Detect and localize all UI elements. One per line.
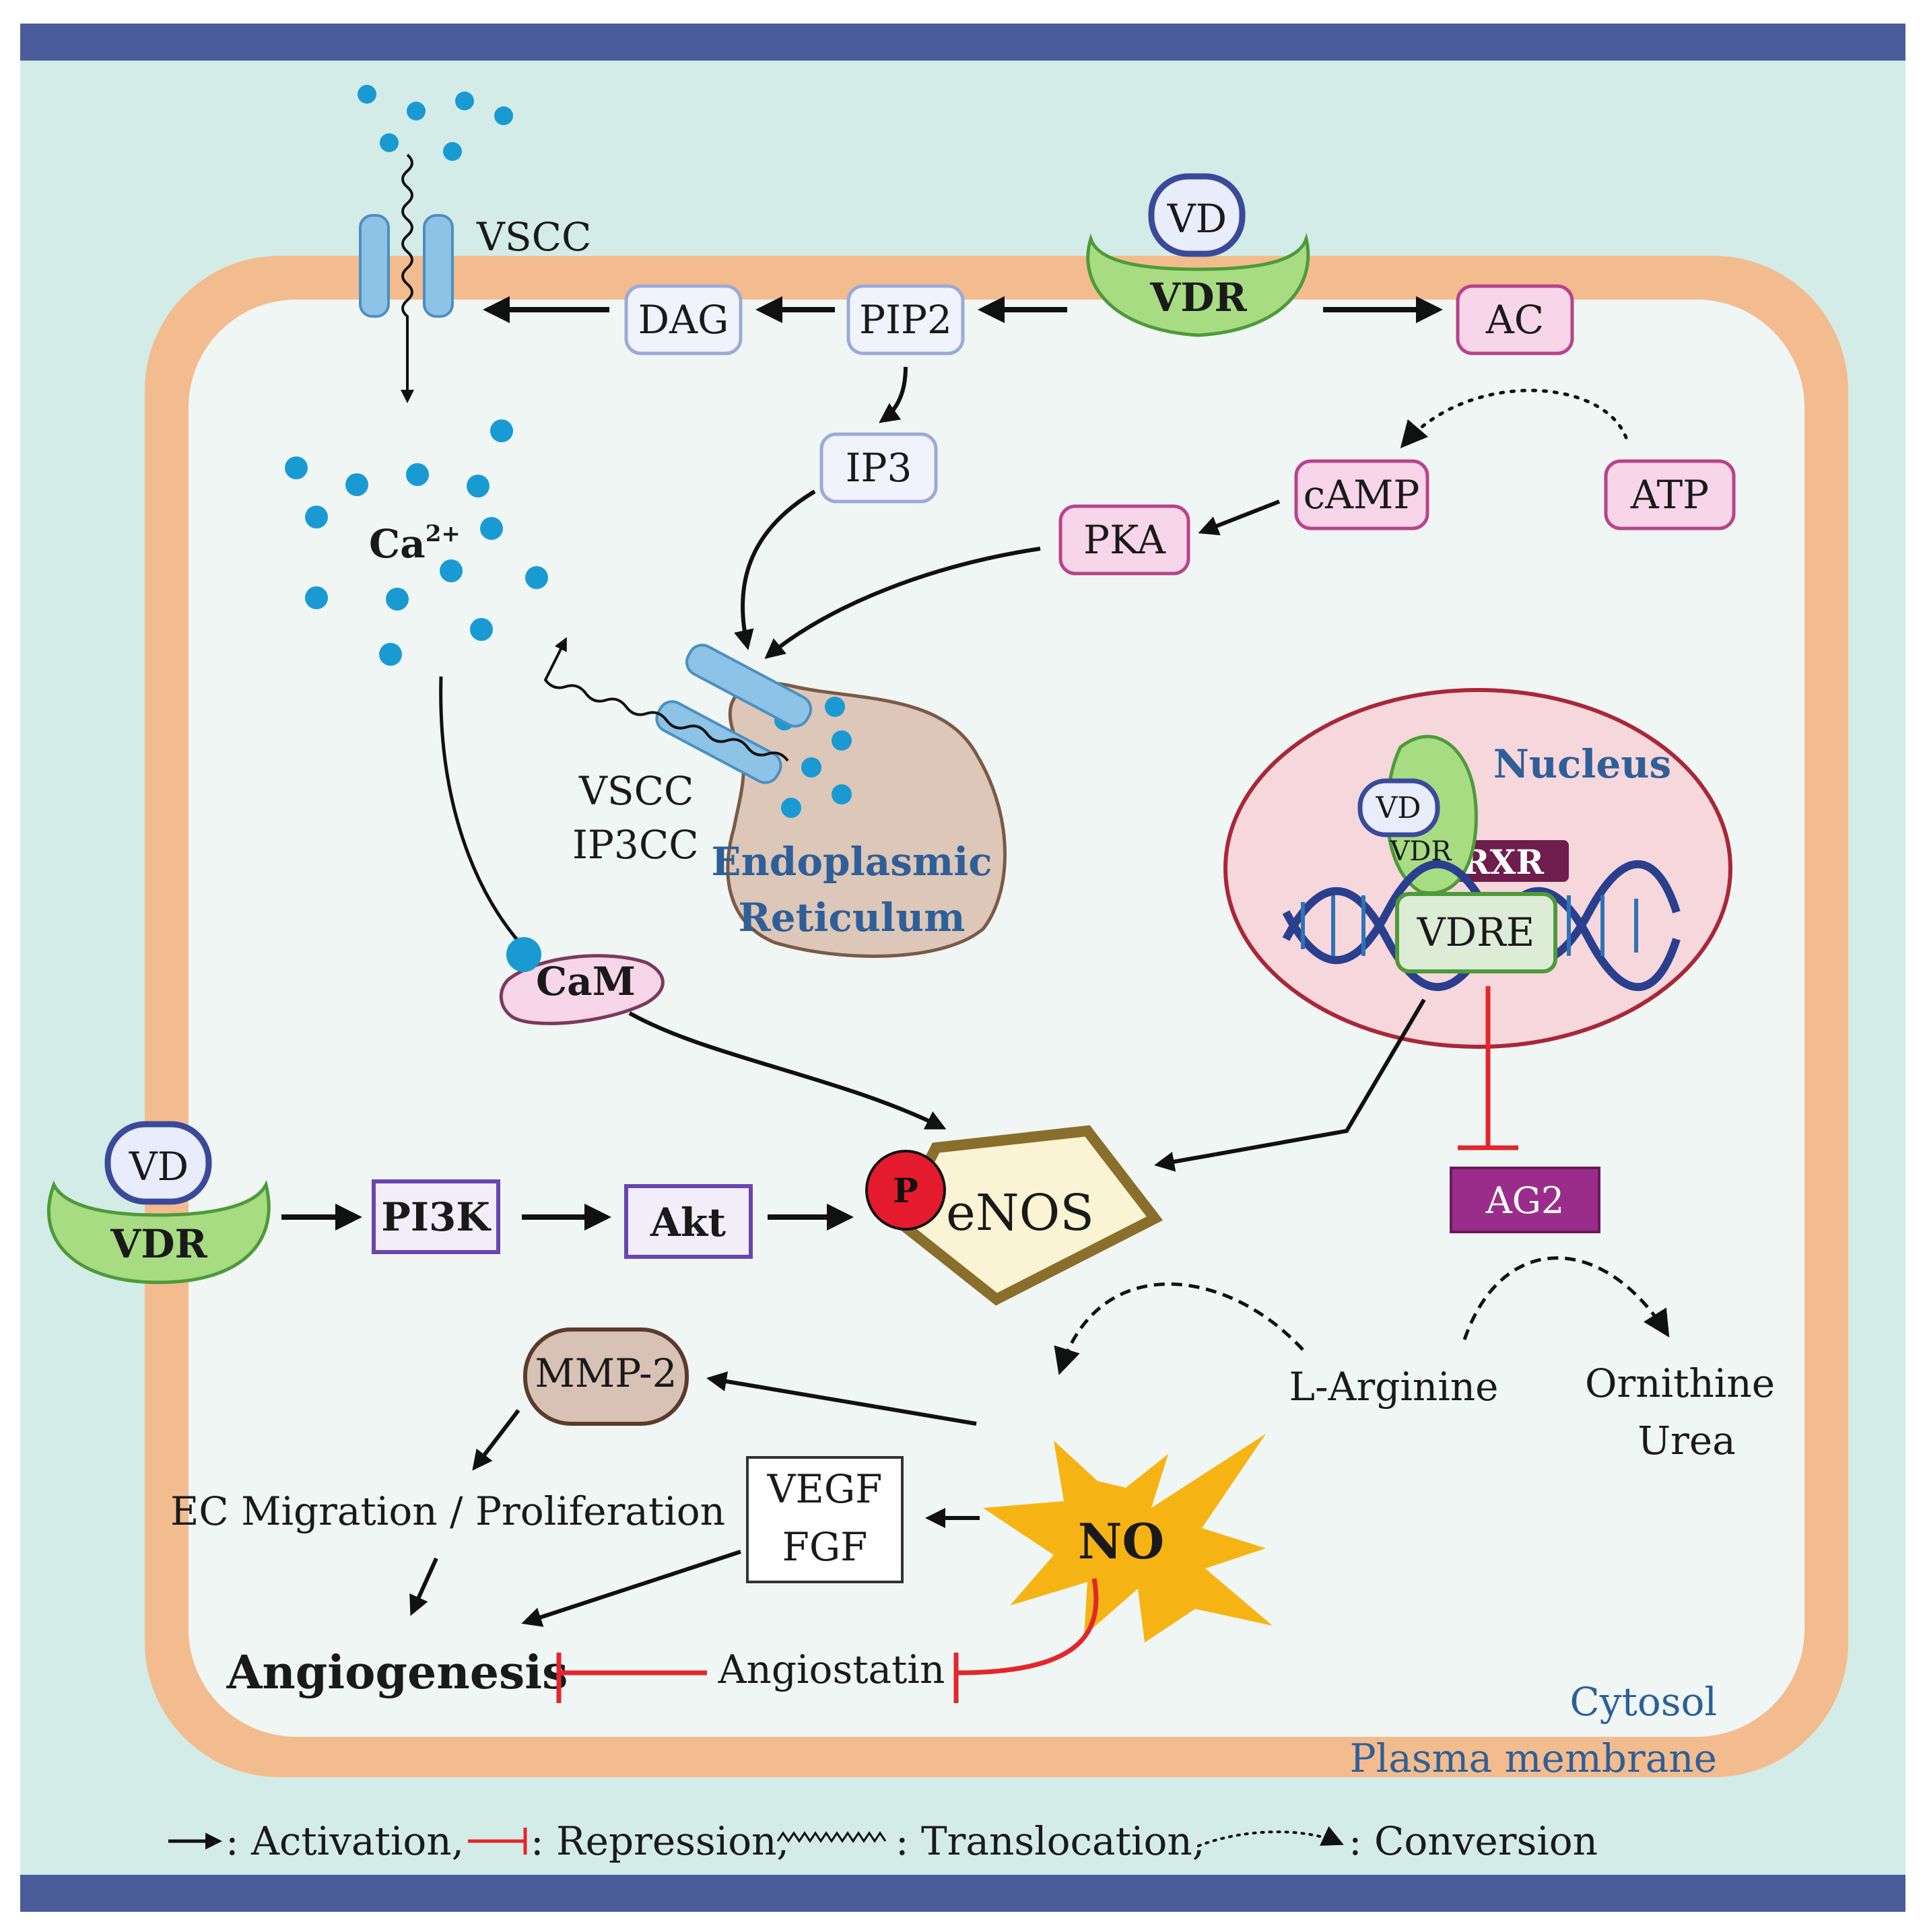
endoplasmic-reticulum: [726, 681, 1007, 958]
legend-activation: : Activation,: [226, 1818, 464, 1864]
vd-left-label: VD: [129, 1144, 189, 1189]
dag-label: DAG: [638, 297, 729, 343]
pip2-label: PIP2: [859, 297, 952, 343]
akt-label: Akt: [650, 1200, 726, 1245]
cam-calcium: [506, 937, 541, 972]
ip3-to-er-arrow: [734, 489, 816, 650]
ip3-box: [819, 432, 938, 504]
pi3k-label: PI3K: [381, 1194, 492, 1240]
no-burst: [983, 1434, 1273, 1643]
vdr-left-label: VDR: [110, 1221, 207, 1267]
mmp2-label: MMP-2: [535, 1350, 677, 1396]
enos-label: eNOS: [946, 1184, 1094, 1242]
ag2-box: [1450, 1167, 1600, 1233]
urea-label: Urea: [1637, 1418, 1736, 1463]
legend: : Activation, : Repression, : Translocat…: [168, 1818, 1598, 1864]
legend-conversion: : Conversion: [1349, 1818, 1598, 1864]
camp-box: [1294, 459, 1429, 530]
vdre-box: [1395, 892, 1557, 973]
ac-label: AC: [1485, 297, 1544, 343]
legend-translocation-symbol: [776, 1831, 887, 1843]
cam-shape: [499, 954, 665, 1025]
fgf-label: FGF: [782, 1524, 868, 1570]
pip2-box: [846, 284, 965, 355]
pka-label: PKA: [1083, 517, 1166, 563]
no-arrows: [409, 1371, 980, 1627]
atp-label: ATP: [1630, 472, 1709, 518]
phosphate-circle: [865, 1150, 946, 1231]
camp-label: cAMP: [1304, 472, 1420, 518]
er-label-line1: Endoplasmic: [711, 839, 992, 885]
vdr-receptor-top: [1086, 173, 1310, 337]
no-label: NO: [1078, 1513, 1165, 1570]
cytosol-label: Cytosol: [1569, 1679, 1717, 1725]
vdre-repress-ag2: [1458, 986, 1518, 1150]
calcium-label-main: Ca: [369, 521, 426, 567]
ip3-label: IP3: [846, 445, 912, 491]
vegf-label: VEGF: [767, 1466, 883, 1512]
legend-translocation: : Translocation,: [896, 1818, 1205, 1864]
vegf-fgf-box: [746, 1456, 904, 1583]
atp-to-camp-conversion: [1400, 388, 1628, 449]
vdre-to-enos-arrow: [1154, 998, 1426, 1172]
calcium-label-superscript: 2+: [426, 520, 461, 547]
cam-label: CaM: [536, 959, 636, 1004]
vdr-receptor-left: [46, 1121, 271, 1284]
legend-repression-symbol: [468, 1828, 527, 1855]
vscc-er-label: VSCC: [578, 768, 694, 814]
repression-lines: [556, 1578, 1099, 1703]
l-arginine-label: L-Arginine: [1289, 1364, 1499, 1410]
er-calcium-release: [543, 637, 789, 762]
pka-box: [1058, 504, 1190, 576]
vd-top-label: VD: [1167, 196, 1227, 242]
er-label-line2: Reticulum: [739, 895, 966, 940]
vdr-top-label: VDR: [1149, 275, 1247, 320]
calcium-label: Ca2+: [369, 520, 461, 567]
dag-box: [624, 284, 743, 355]
ec-migration-label: EC Migration / Proliferation: [170, 1488, 725, 1534]
legend-repression: : Repression,: [531, 1818, 789, 1864]
ac-box: [1456, 284, 1574, 355]
angiostatin-label: Angiostatin: [718, 1647, 945, 1692]
nuclear-vd: [1357, 778, 1440, 837]
vscc-channel-top: [359, 153, 454, 403]
angiogenesis-label: Angiogenesis: [226, 1646, 568, 1700]
bottom-band: [20, 1875, 1905, 1912]
plasma-membrane-label: Plasma membrane: [1350, 1735, 1717, 1781]
vdre-label: VDRE: [1417, 909, 1534, 955]
cytosolic-calcium: [285, 419, 548, 666]
top-band: [20, 24, 1905, 61]
ag2-label: AG2: [1485, 1179, 1565, 1222]
phosphate-label: P: [893, 1171, 918, 1210]
legend-conversion-symbol: [1197, 1826, 1344, 1847]
nuclear-vd-label: VD: [1375, 791, 1421, 825]
ornithine-label: Ornithine: [1585, 1360, 1775, 1406]
ip3cc-label: IP3CC: [572, 822, 699, 868]
ag2-conversion-arc: [1462, 1256, 1670, 1340]
pka-to-er-arrow: [764, 547, 1041, 659]
extracellular-calcium: [358, 85, 513, 161]
top-arrows: [483, 296, 1443, 536]
pi3k-box: [372, 1179, 500, 1254]
akt-box: [624, 1184, 753, 1259]
cam-to-enos-arrow: [628, 1011, 947, 1130]
rxr-label: RXR: [1462, 842, 1544, 882]
nucleus-label: Nucleus: [1493, 741, 1671, 787]
vscc-top-label: VSCC: [476, 214, 591, 260]
atp-box: [1604, 459, 1736, 530]
mmp2-shape: [523, 1327, 689, 1426]
calcium-to-cam-line: [439, 676, 533, 957]
